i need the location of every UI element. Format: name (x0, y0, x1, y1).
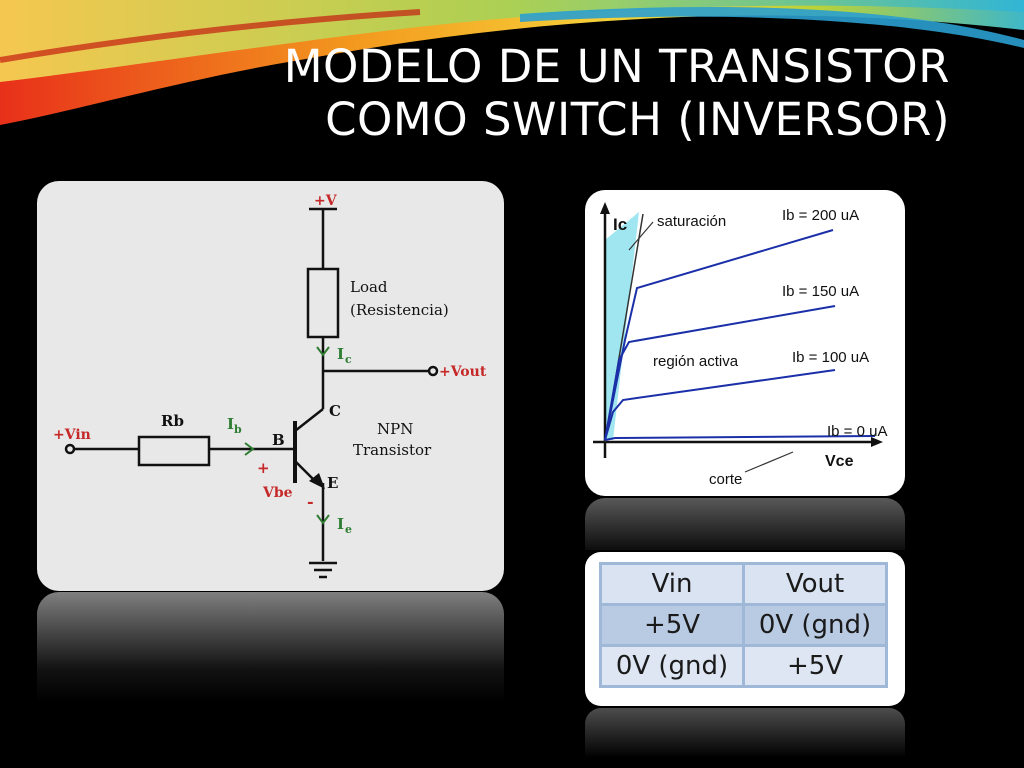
vplus-label: +V (314, 193, 338, 209)
curve-ib-200 (604, 229, 834, 441)
ib-arrow-icon (244, 442, 255, 456)
emitter-arrow-icon (309, 473, 325, 489)
load-sub-label: (Resistencia) (350, 301, 449, 319)
curve-ib-0 (604, 435, 876, 441)
vin-label: +Vin (53, 427, 91, 443)
region-activa-label: región activa (653, 353, 739, 370)
transistor-switch-schematic: +V Load (Resistencia) I c +Vout +Vin Rb … (53, 193, 487, 579)
corte-label: corte (709, 471, 742, 488)
corte-pointer (744, 451, 794, 473)
vbe-plus-label: + (257, 459, 270, 477)
circuit-panel-reflection (37, 592, 504, 702)
slide-title-line-1: MODELO DE UN TRANSISTOR (283, 40, 950, 93)
truth-table-cell: 0V (gnd) (599, 644, 745, 688)
ib150-label: Ib = 150 uA (782, 283, 859, 300)
truth-table-row: +5V 0V (gnd) (599, 603, 888, 647)
truth-table-header-cell: Vin (599, 562, 745, 606)
npn-label: NPN (377, 420, 413, 438)
saturacion-label: saturación (657, 213, 726, 230)
truth-table-cell: +5V (742, 644, 888, 688)
truth-table-cell: 0V (gnd) (742, 603, 888, 647)
vce-axis-label: Vce (825, 453, 854, 470)
rb-label: Rb (161, 412, 184, 430)
ie-label: I (337, 515, 344, 533)
base-label: B (272, 431, 285, 449)
truth-table-header-cell: Vout (742, 562, 888, 606)
ic-axis-label: Ic (613, 215, 627, 234)
vbe-label: Vbe (262, 485, 293, 501)
ic-label: I (337, 345, 344, 363)
truth-table: Vin Vout +5V 0V (gnd) 0V (gnd) +5V (599, 562, 888, 688)
ib100-label: Ib = 100 uA (792, 349, 869, 366)
table-panel-reflection (585, 708, 905, 758)
collector-label: C (329, 402, 341, 420)
ic-vce-curves: Ic saturación Ib = 200 uA Ib = 150 uA re… (593, 202, 887, 488)
saturacion-pointer (628, 221, 654, 251)
saturation-region (605, 212, 639, 440)
vout-label: +Vout (439, 364, 487, 380)
ie-arrow-icon (316, 514, 330, 525)
ib0-label: Ib = 0 uA (827, 423, 887, 440)
ie-sub-label: e (345, 523, 352, 536)
truth-table-row: 0V (gnd) +5V (599, 644, 888, 688)
ib-sub-label: b (234, 423, 242, 436)
curve-ib-100 (604, 369, 836, 441)
ic-sub-label: c (345, 353, 352, 366)
graph-panel-reflection (585, 498, 905, 550)
ib200-label: Ib = 200 uA (782, 207, 859, 224)
ic-arrow-icon (316, 346, 330, 357)
x-axis-arrow-icon (871, 437, 883, 447)
truth-table-panel: Vin Vout +5V 0V (gnd) 0V (gnd) +5V (585, 552, 905, 706)
truth-table-header-row: Vin Vout (599, 562, 888, 606)
y-axis-arrow-icon (600, 202, 610, 214)
emitter-label: E (327, 474, 338, 492)
circuit-diagram-panel: +V Load (Resistencia) I c +Vout +Vin Rb … (37, 181, 504, 591)
curve-ib-150 (604, 305, 836, 441)
header-swoosh-decoration (0, 0, 1024, 125)
transistor-label: Transistor (353, 441, 432, 459)
vbe-minus-label: - (307, 492, 314, 511)
slide-title: MODELO DE UN TRANSISTOR COMO SWITCH (INV… (230, 40, 950, 146)
ib-label: I (227, 415, 234, 433)
slide-title-line-2: COMO SWITCH (INVERSOR) (325, 93, 950, 146)
load-label: Load (350, 278, 388, 296)
characteristic-curves-panel: Ic saturación Ib = 200 uA Ib = 150 uA re… (585, 190, 905, 496)
truth-table-cell: +5V (599, 603, 745, 647)
